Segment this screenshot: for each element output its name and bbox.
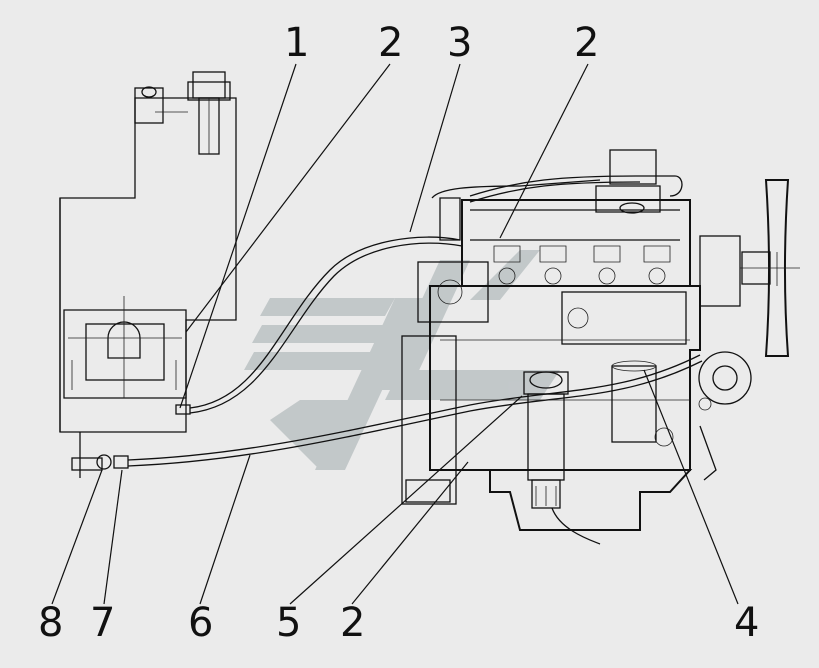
callout-label-6: 6 (188, 600, 213, 646)
callout-numbers: 1 2 3 2 8 7 6 5 2 4 (38, 20, 759, 646)
callout-label-2-top-right: 2 (574, 20, 599, 66)
fuel-tank (59, 71, 237, 478)
callout-label-3: 3 (447, 20, 472, 66)
callout-leaders (51, 63, 739, 605)
callout-label-7: 7 (90, 600, 115, 646)
watermark-logo (244, 250, 560, 470)
callout-label-2-bottom: 2 (340, 600, 365, 646)
engine (401, 149, 800, 545)
callout-label-8: 8 (38, 600, 63, 646)
fuel-lines (127, 236, 703, 467)
callout-label-4: 4 (734, 600, 759, 646)
callout-label-2-top-left: 2 (378, 20, 403, 66)
callout-label-5: 5 (276, 600, 301, 646)
callout-label-1: 1 (284, 20, 309, 66)
